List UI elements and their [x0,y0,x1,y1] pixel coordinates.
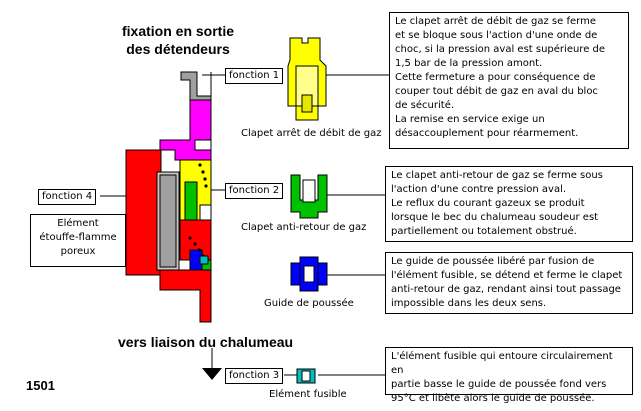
fonction-2-note: Le clapet anti-retour de gaz se ferme so… [385,166,633,242]
title-line-2: des détendeurs [126,41,230,57]
fonction-2-tag: fonction 2 [225,183,284,199]
fonction-1-note: Le clapet arrêt de débit de gaz se ferme… [389,12,629,149]
fonction-4-tag: fonction 4 [38,189,97,205]
element-etouffe-flamme-box: Elément étouffe-flamme poreux [30,214,126,267]
title-line-1: fixation en sortie [121,23,235,39]
clapet-anti-retour-caption: Clapet anti-retour de gaz [241,222,367,233]
guide-poussee-illustration [290,256,328,292]
diagram-title: fixation en sortie des détendeurs [108,22,248,58]
page-number: 1501 [26,378,55,393]
clapet-arret-illustration [287,37,327,121]
regulator-body [125,71,212,323]
element-fusible-illustration [296,368,316,384]
guide-poussee-note: Le guide de poussée libéré par fusion de… [385,252,633,314]
guide-poussee-caption: Guide de poussée [264,298,354,309]
bottom-heading: vers liaison du chalumeau [118,334,294,350]
fonction-3-note: L'élément fusible qui entoure circulaire… [385,347,633,404]
fonction-3-tag: fonction 3 [225,368,284,384]
clapet-arret-caption: Clapet arrêt de débit de gaz [241,128,382,139]
element-fusible-caption: Elément fusible [269,389,347,400]
clapet-anti-retour-illustration [290,174,328,219]
down-arrow-icon [202,348,222,380]
fonction-1-tag: fonction 1 [225,68,284,84]
